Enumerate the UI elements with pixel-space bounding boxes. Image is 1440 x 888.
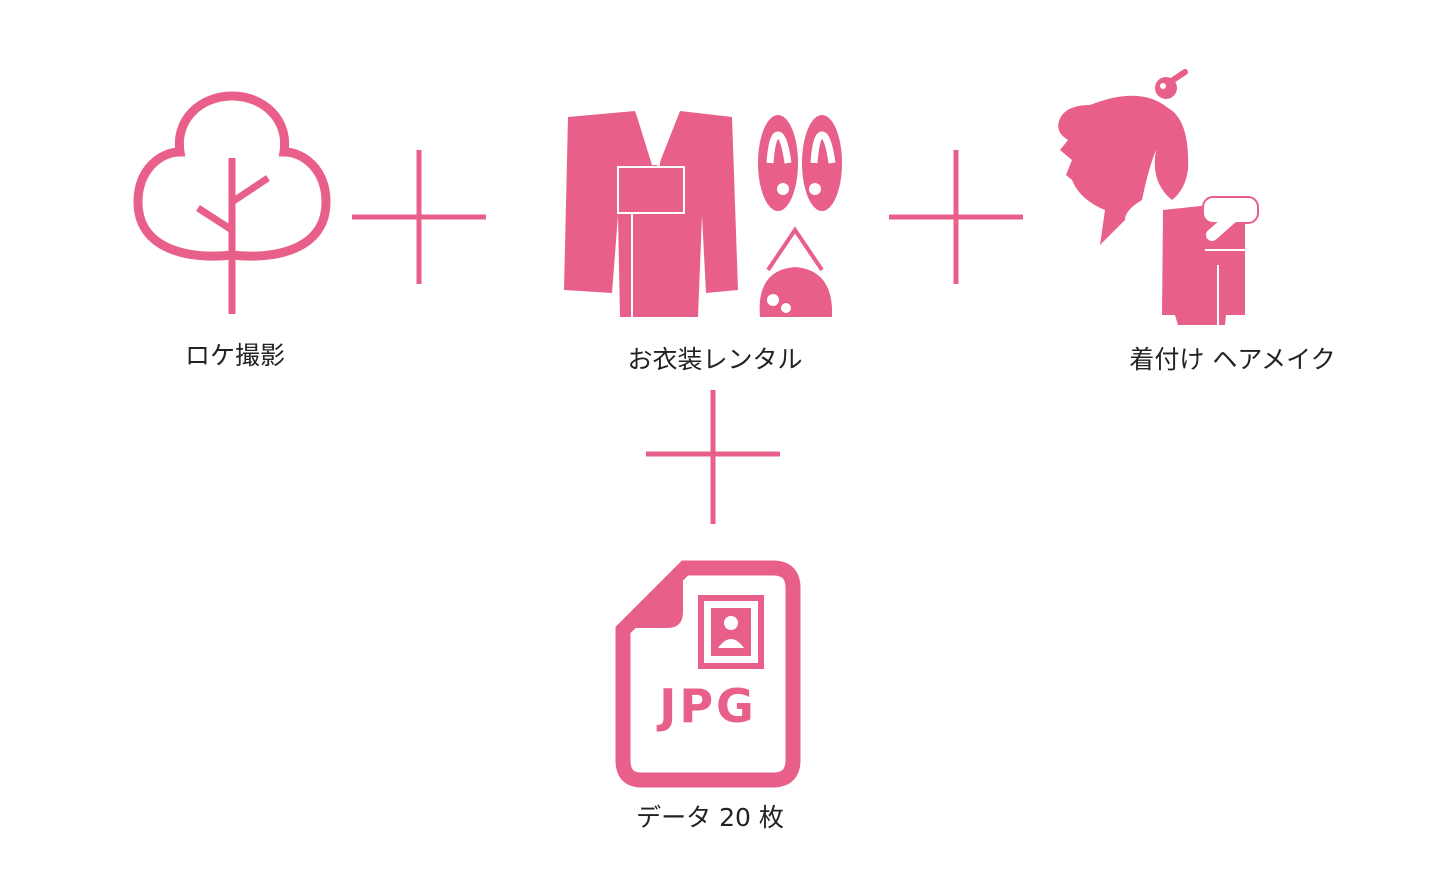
dressing-hair-makeup-label: 着付け ヘアメイク <box>1129 345 1336 374</box>
kimono-set-icon <box>564 103 842 317</box>
data-count-label: データ 20 枚 <box>636 803 784 832</box>
plus-icon <box>646 390 780 524</box>
plus-icon <box>352 150 486 284</box>
location-shoot-label: ロケ撮影 <box>184 341 285 370</box>
jpg-file-icon: JPG <box>615 560 801 788</box>
hair-kimono-icon <box>1058 69 1259 325</box>
tree-icon <box>133 91 331 314</box>
costume-rental-label: お衣装レンタル <box>627 345 803 374</box>
plus-icon <box>889 150 1023 284</box>
file-type-text: JPG <box>656 679 757 733</box>
